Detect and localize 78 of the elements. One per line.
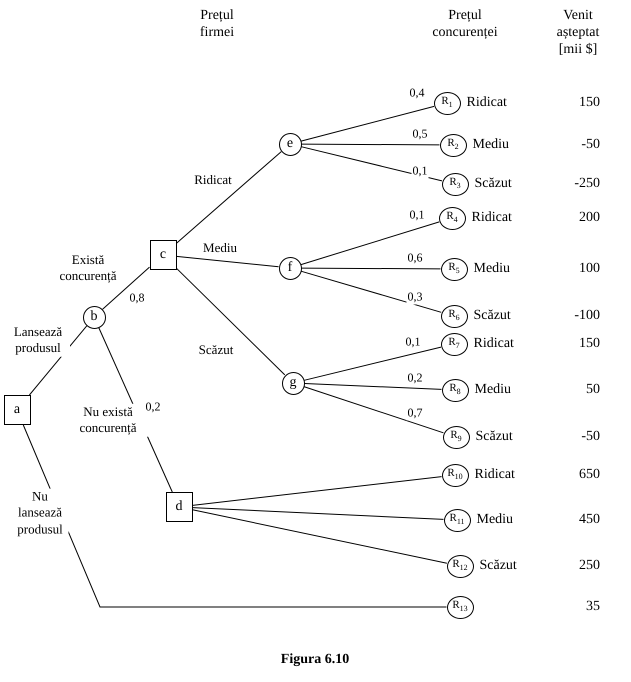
connector-line (28, 325, 88, 396)
probability-label: 0,8 (128, 290, 146, 306)
outcome-label: Scăzut (474, 176, 512, 192)
outcome-node: R$_{6}$ (440, 304, 468, 328)
edge-label: 0,1 (408, 208, 426, 222)
edge-label: 0,5 (412, 126, 428, 142)
edge-label: 0,1 (412, 164, 428, 178)
outcome-node: R$_{7}$ (440, 332, 468, 356)
connector-line (192, 476, 442, 506)
edge-label: 0,2 (406, 370, 424, 386)
expected-value: 150 (579, 336, 600, 352)
outcome-label: Mediu (476, 512, 514, 528)
connector-line (192, 507, 444, 520)
edge-label: 0,6 (406, 250, 424, 266)
outcome-label: Scăzut (476, 429, 513, 445)
figure-caption: Figura 6.10 (280, 652, 350, 668)
outcome-label: Mediu (472, 137, 510, 153)
expected-value: 35 (586, 599, 600, 615)
expected-value: 650 (579, 467, 600, 483)
outcome-node: R$_{2}$ (440, 134, 466, 156)
expected-value: -250 (574, 176, 600, 192)
outcome-label: Ridicat (466, 95, 507, 111)
outcome-node: R$_{3}$ (442, 172, 468, 196)
outcome-node: R$_{12}$ (446, 554, 474, 578)
outcome-node: R$_{11}$ (444, 508, 470, 532)
chance-node: e (278, 132, 302, 156)
expected-value: 100 (579, 261, 600, 277)
connector-line (301, 144, 440, 146)
connector-line (300, 106, 435, 142)
edge-label: 0,7 (406, 406, 424, 420)
probability-label: 0,2 (144, 400, 162, 414)
outcome-label: Scăzut (474, 308, 511, 324)
connector-line (303, 386, 444, 434)
outcome-label: Mediu (474, 382, 512, 398)
outcome-node: R$_{9}$ (442, 426, 470, 448)
edge-label: 0,4 (408, 86, 426, 100)
column-header: Prețul concurenței (431, 8, 499, 42)
decision-node: d (166, 492, 192, 522)
expected-value: 250 (579, 558, 600, 574)
connector-line (176, 151, 282, 244)
outcome-label: Ridicat (474, 467, 515, 483)
connector-line (192, 509, 448, 564)
connector-line (300, 221, 440, 266)
connector-line (102, 266, 150, 310)
column-header: Venit așteptat [mii $] (556, 8, 600, 58)
outcome-label: Ridicat (474, 336, 514, 352)
connector-line (304, 383, 442, 390)
connector-line (300, 146, 442, 182)
connector-line (176, 268, 286, 376)
outcome-node: R$_{5}$ (440, 258, 468, 280)
chance-node: b (82, 306, 106, 328)
expected-value: 450 (579, 512, 600, 528)
outcome-label: Scăzut (480, 558, 517, 574)
edge-label: 0,1 (404, 334, 422, 350)
connector-line (22, 424, 447, 608)
decision-node: c (150, 240, 176, 270)
expected-value: 50 (586, 382, 600, 398)
decision-node: a (4, 395, 30, 425)
expected-value: -50 (581, 137, 600, 153)
connector-line (304, 346, 442, 381)
connector-line (176, 256, 280, 268)
expected-value: 200 (579, 210, 600, 226)
edge-label: 0,3 (406, 290, 424, 304)
chance-node: f (278, 256, 302, 280)
connector-line (300, 270, 442, 313)
outcome-node: R$_{13}$ (446, 596, 474, 618)
connector-line (301, 268, 441, 270)
expected-value: -100 (574, 308, 600, 324)
expected-value: 150 (579, 95, 600, 111)
outcome-node: R$_{4}$ (438, 206, 466, 230)
expected-value: -50 (581, 429, 600, 445)
outcome-label: Ridicat (472, 210, 512, 226)
outcome-node: R$_{8}$ (442, 378, 468, 402)
outcome-node: R$_{10}$ (442, 464, 468, 486)
column-header: Prețul firmei (198, 8, 236, 42)
outcome-node: R$_{1}$ (434, 92, 460, 114)
outcome-label: Mediu (474, 261, 510, 277)
chance-node: g (282, 372, 304, 394)
